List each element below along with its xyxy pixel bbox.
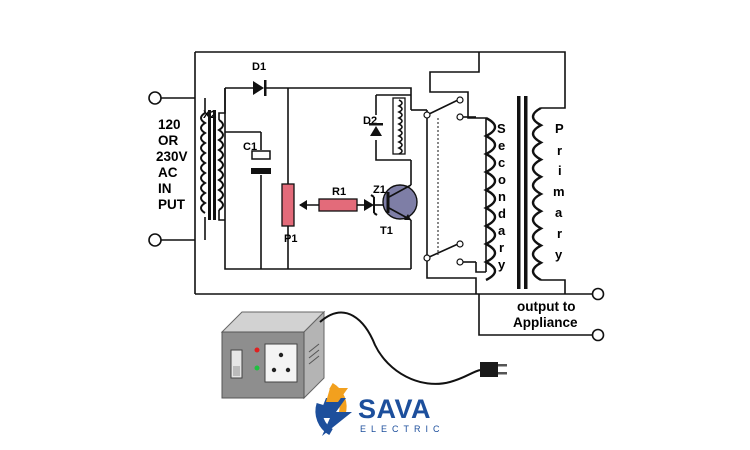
primary-letter-4: a xyxy=(555,205,563,220)
capacitor-c1: C1 xyxy=(243,141,271,174)
secondary-coil-label: S e c o n d a r y xyxy=(497,121,506,272)
label-p1: P1 xyxy=(284,233,297,245)
input-line-1: OR xyxy=(158,133,179,148)
sava-electric-logo: SAVA ELECTRIC xyxy=(315,382,445,436)
secondary-letter-1: e xyxy=(498,138,505,153)
primary-letter-6: y xyxy=(555,247,563,262)
output-terminal-bottom xyxy=(591,328,605,342)
primary-letter-5: r xyxy=(557,226,562,241)
input-line-0: 120 xyxy=(158,117,181,132)
secondary-letter-4: n xyxy=(498,189,506,204)
primary-letter-2: i xyxy=(558,163,562,178)
secondary-letter-0: S xyxy=(497,121,506,136)
input-terminal-bottom xyxy=(148,233,162,247)
logo-name: SAVA xyxy=(358,394,431,424)
secondary-letter-6: a xyxy=(498,223,506,238)
zener-z1: Z1 xyxy=(364,184,386,216)
primary-coil-label: P r i m a r y xyxy=(553,121,565,262)
output-label-line1: output to xyxy=(517,299,575,314)
input-line-4: IN xyxy=(158,181,172,196)
input-line-5: PUT xyxy=(158,197,186,212)
label-z1: Z1 xyxy=(373,184,386,196)
power-plug xyxy=(480,362,507,377)
secondary-letter-7: r xyxy=(499,240,504,255)
label-r1: R1 xyxy=(332,186,346,198)
sava-logo-mark xyxy=(315,382,352,436)
power-cord xyxy=(319,311,481,385)
input-line-2: 230V xyxy=(156,149,188,164)
secondary-letter-3: o xyxy=(498,172,506,187)
secondary-letter-5: d xyxy=(498,206,506,221)
main-transformer xyxy=(483,96,544,289)
transistor-t1: T1 xyxy=(380,184,418,237)
input-voltage-label: 120 OR 230V AC IN PUT xyxy=(156,117,188,212)
label-d1: D1 xyxy=(252,61,266,73)
relay-contacts xyxy=(423,96,464,266)
resistor-r1: R1 xyxy=(318,186,358,212)
primary-letter-1: r xyxy=(557,143,562,158)
diode-d2: D2 xyxy=(363,115,383,136)
input-line-3: AC xyxy=(158,165,178,180)
stabilizer-box xyxy=(220,310,326,400)
circuit-wires xyxy=(161,51,594,336)
diode-d1: D1 xyxy=(252,61,267,96)
primary-letter-3: m xyxy=(553,184,565,199)
secondary-letter-2: c xyxy=(498,155,505,170)
relay-coil xyxy=(392,97,406,155)
transformer-x2: X2 xyxy=(200,88,226,240)
input-terminal-top xyxy=(148,91,162,105)
logo-subtitle: ELECTRIC xyxy=(360,424,445,434)
primary-letter-0: P xyxy=(555,121,564,136)
secondary-letter-8: y xyxy=(498,257,506,272)
output-label-line2: Appliance xyxy=(513,315,578,330)
label-t1: T1 xyxy=(380,225,393,237)
label-c1: C1 xyxy=(243,141,257,153)
output-terminal-top xyxy=(591,287,605,301)
potentiometer-p1: P1 xyxy=(281,183,307,245)
